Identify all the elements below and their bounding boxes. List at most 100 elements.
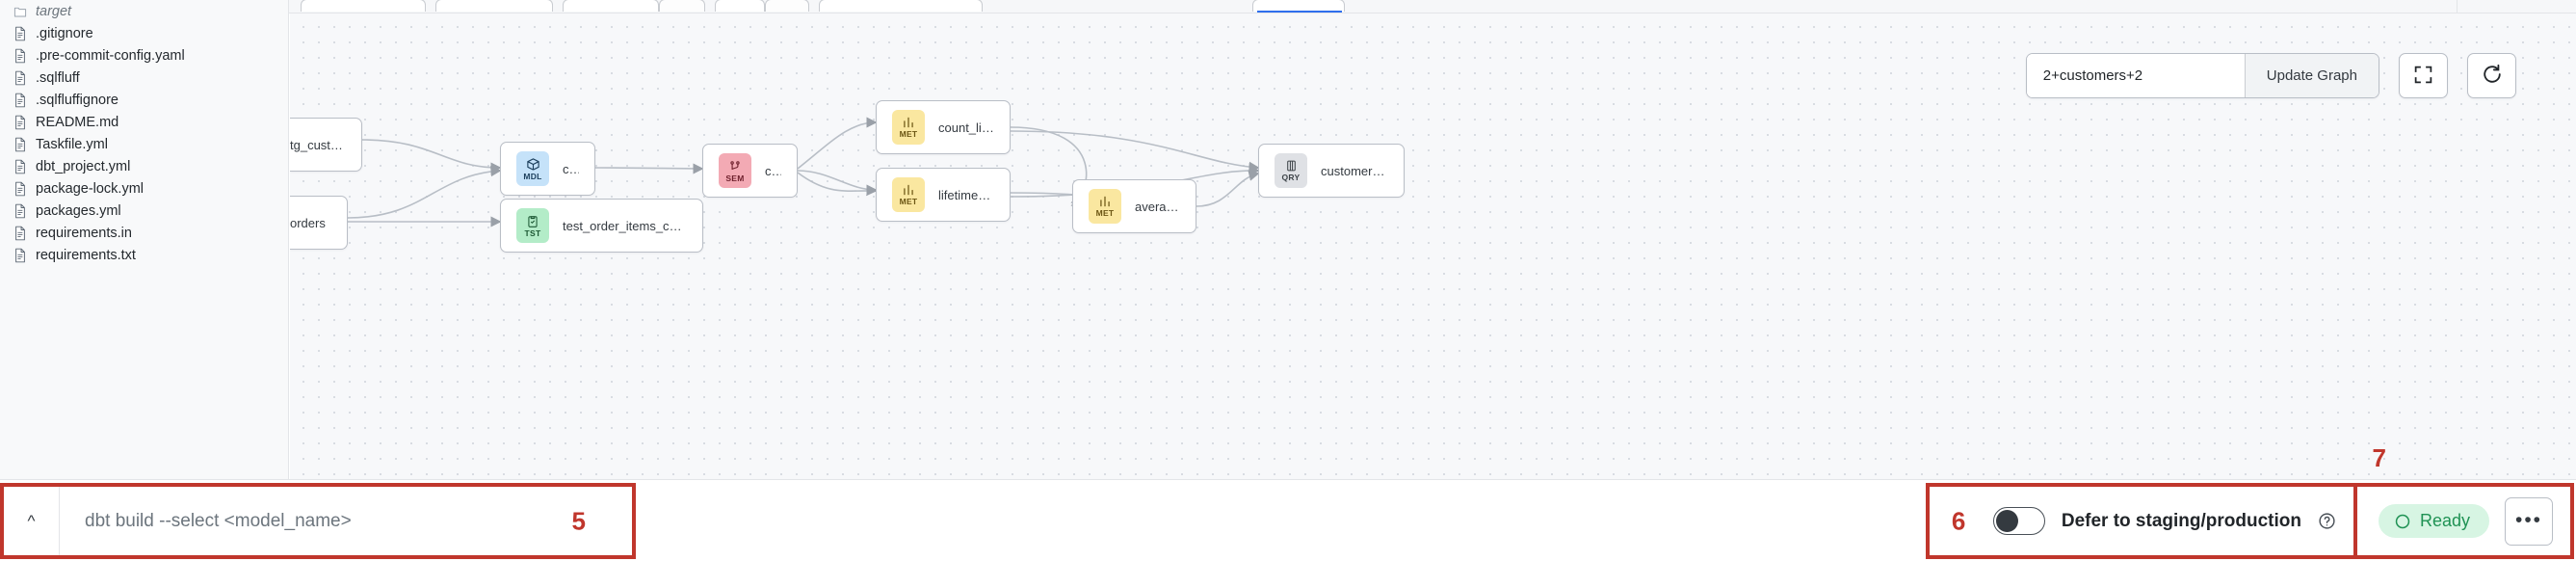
command-bar-highlight: ^ 5 xyxy=(0,483,636,559)
file-label: requirements.txt xyxy=(36,247,136,263)
file-row[interactable]: dbt_project.yml xyxy=(0,155,288,177)
refresh-button[interactable] xyxy=(2467,53,2516,98)
fullscreen-button[interactable] xyxy=(2399,53,2448,98)
status-bar-right-cluster: 6 Defer to staging/production xyxy=(1925,483,2574,559)
editor-tab-stub[interactable] xyxy=(715,0,765,12)
graph-node-label: customers xyxy=(765,163,781,178)
defer-control-highlight: 6 Defer to staging/production xyxy=(1930,487,2357,555)
file-explorer-panel: target .gitignore .pre-commit-config.yaml.… xyxy=(0,0,289,479)
folder-icon xyxy=(13,4,27,19)
file-icon xyxy=(13,26,27,41)
graph-node-customer-order-metrics[interactable]: QRY customer_order_metrics xyxy=(1258,144,1405,198)
toggle-knob xyxy=(1995,510,2018,532)
graph-selector-group: Update Graph xyxy=(2025,53,2379,98)
graph-node-label: count_lifetime_orders xyxy=(938,120,994,135)
mdl-badge-icon: MDL xyxy=(516,151,549,186)
file-icon xyxy=(13,48,27,64)
file-label: requirements.in xyxy=(36,225,132,241)
status-badge[interactable]: Ready xyxy=(2378,504,2489,538)
file-label: .sqlfluff xyxy=(36,69,80,86)
editor-tab-stub[interactable] xyxy=(765,0,809,12)
active-tab-indicator xyxy=(1257,11,1342,13)
defer-label: Defer to staging/production xyxy=(2061,510,2301,531)
update-graph-button[interactable]: Update Graph xyxy=(2244,54,2379,97)
more-options-button[interactable]: ••• xyxy=(2505,496,2553,546)
circle-icon xyxy=(2394,513,2411,530)
file-row[interactable]: requirements.txt xyxy=(0,244,288,266)
editor-tab-stub[interactable] xyxy=(563,0,659,12)
editor-tab-active[interactable] xyxy=(1252,0,1345,12)
graph-node-label: test_order_items_compute_to_bools… xyxy=(563,218,687,233)
badge-text: MET xyxy=(899,129,918,140)
file-row[interactable]: .sqlfluffignore xyxy=(0,89,288,111)
graph-node-label: tg_customers xyxy=(290,137,346,152)
file-row[interactable]: package-lock.yml xyxy=(0,177,288,200)
file-label: dbt_project.yml xyxy=(36,158,131,174)
chevron-up-icon[interactable]: ^ xyxy=(4,487,60,555)
badge-text: MET xyxy=(899,197,918,207)
help-circle-icon[interactable] xyxy=(2318,512,2336,530)
file-label: README.md xyxy=(36,114,119,130)
graph-node-test-order-items[interactable]: TST test_order_items_compute_to_bools… xyxy=(500,199,703,253)
graph-node-stg-orders[interactable]: orders xyxy=(290,196,348,250)
graph-node-customers-model[interactable]: MDL customers xyxy=(500,142,595,196)
editor-tab-stub[interactable] xyxy=(301,0,426,12)
graph-selector-input[interactable] xyxy=(2026,54,2245,97)
status-bar: ^ 5 7 6 Defer to staging/production xyxy=(0,443,2576,561)
command-input[interactable] xyxy=(60,487,632,555)
graph-node-count-lifetime-orders[interactable]: MET count_lifetime_orders xyxy=(876,100,1011,154)
file-icon xyxy=(13,159,27,174)
file-row[interactable]: .sqlfluff xyxy=(0,67,288,89)
folder-row[interactable]: target xyxy=(0,0,288,22)
file-label: .pre-commit-config.yaml xyxy=(36,47,185,64)
tst-badge-icon: TST xyxy=(516,208,549,243)
file-icon xyxy=(13,115,27,130)
file-label: target xyxy=(36,3,72,19)
editor-tab-stub[interactable] xyxy=(435,0,553,12)
file-label: package-lock.yml xyxy=(36,180,145,197)
editor-tab-stub[interactable] xyxy=(659,0,705,12)
file-row[interactable]: requirements.in xyxy=(0,222,288,244)
file-icon xyxy=(13,70,27,86)
editor-tab-stub[interactable] xyxy=(819,0,983,12)
fullscreen-icon xyxy=(2413,65,2433,88)
graph-node-stg-customers[interactable]: tg_customers xyxy=(290,118,362,172)
graph-node-customers-semantic[interactable]: SEM customers xyxy=(702,144,798,198)
file-row[interactable]: README.md xyxy=(0,111,288,133)
met-badge-icon: MET xyxy=(892,177,925,212)
graph-node-label: lifetime_spend_pretax xyxy=(938,187,994,202)
annotation-5: 5 xyxy=(571,506,586,535)
met-badge-icon: MET xyxy=(892,110,925,145)
badge-text: QRY xyxy=(1281,173,1301,183)
status-tail: Ready ••• xyxy=(2357,496,2570,546)
file-list: target .gitignore .pre-commit-config.yaml.… xyxy=(0,0,288,266)
file-row[interactable]: .gitignore xyxy=(0,22,288,44)
file-label: Taskfile.yml xyxy=(36,136,108,152)
graph-node-label: orders xyxy=(290,215,326,230)
refresh-icon xyxy=(2482,64,2503,88)
met-badge-icon: MET xyxy=(1089,189,1121,224)
badge-text: SEM xyxy=(725,173,745,183)
annotation-6: 6 xyxy=(1951,506,1966,535)
file-icon xyxy=(13,93,27,108)
file-label: .gitignore xyxy=(36,25,93,41)
graph-toolbar: Update Graph xyxy=(2025,53,2516,98)
graph-node-lifetime-spend-pretax[interactable]: MET lifetime_spend_pretax xyxy=(876,168,1011,222)
badge-text: MDL xyxy=(523,171,542,181)
file-row[interactable]: Taskfile.yml xyxy=(0,133,288,155)
tab-strip-divider xyxy=(2457,0,2458,13)
status-label: Ready xyxy=(2419,511,2470,530)
file-icon xyxy=(13,203,27,219)
file-label: .sqlfluffignore xyxy=(36,92,118,108)
sem-badge-icon: SEM xyxy=(719,153,751,188)
file-icon xyxy=(13,248,27,263)
lineage-graph-canvas[interactable]: tg_customers orders MDL customers TST xyxy=(290,13,2576,479)
badge-text: MET xyxy=(1095,208,1115,219)
file-row[interactable]: packages.yml xyxy=(0,200,288,222)
graph-node-label: customer_order_metrics xyxy=(1321,163,1388,178)
defer-toggle[interactable] xyxy=(1992,507,2045,535)
graph-node-average-order-value[interactable]: MET average_order_value xyxy=(1072,179,1196,233)
file-icon xyxy=(13,181,27,197)
file-row[interactable]: .pre-commit-config.yaml xyxy=(0,44,288,67)
